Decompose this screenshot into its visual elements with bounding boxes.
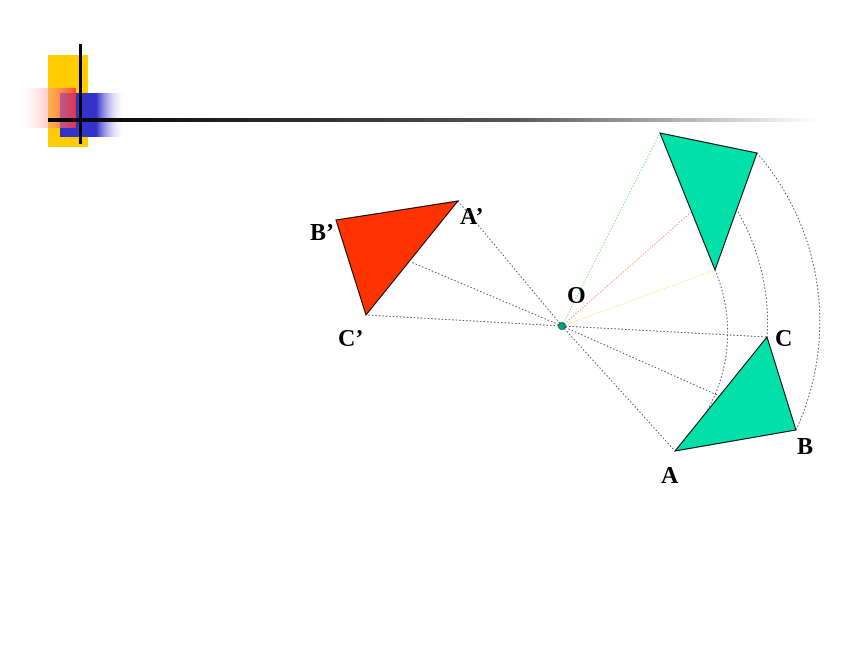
colored-rays [561,132,716,327]
label-B-prime: B’ [310,220,334,246]
label-O: O [567,283,586,309]
ray-yellow [561,269,716,327]
triangle-A-prime-B-prime-C-prime [335,200,460,317]
line-O-A-prime [457,200,563,327]
corner-logo [20,44,818,147]
construction-lines [365,200,797,452]
line-O-B [561,325,797,431]
line-O-A [561,325,676,452]
label-C: C [775,326,792,352]
label-A-prime: A’ [460,204,484,230]
label-A: A [661,463,679,489]
label-B: B [797,434,813,460]
arc-outer [756,152,821,431]
logo-vertical-line [79,44,82,144]
ray-green [561,132,661,327]
line-O-C [561,325,768,338]
line-O-B-prime [410,261,563,327]
label-C-prime: C’ [338,326,363,352]
triangle-ABC [673,335,797,452]
triangle-intermediate [659,132,758,272]
line-O-C-prime [365,314,563,327]
center-point-O [558,322,566,330]
header-horizontal-line [48,118,818,122]
